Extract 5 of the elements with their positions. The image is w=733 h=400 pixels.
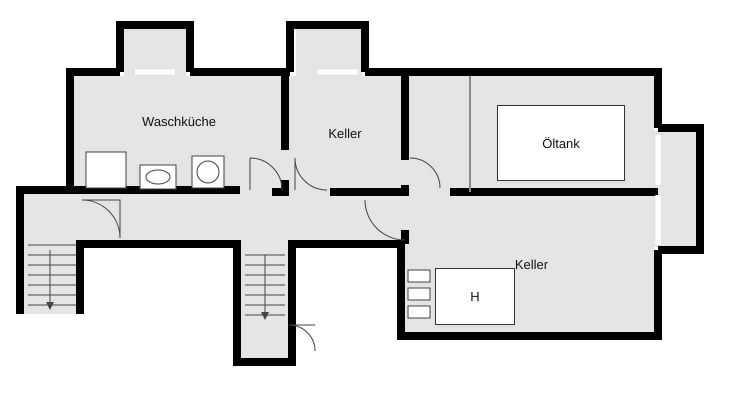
- room-label: Waschküche: [142, 114, 216, 128]
- room-label: Keller: [514, 256, 548, 272]
- heating-box: H: [435, 268, 515, 325]
- room-label: Keller: [328, 126, 362, 141]
- oil-tank-box: Öltank: [497, 105, 625, 181]
